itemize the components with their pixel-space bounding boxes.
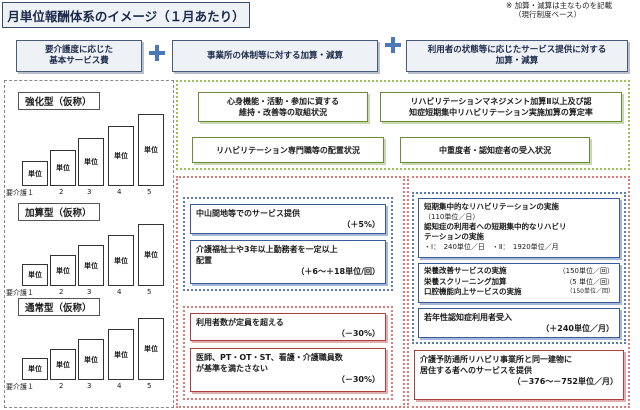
same-building-box: 介護予防通所リハビリ事業所と同一建物に 居住する者へのサービスを提供 （－376… <box>414 350 624 400</box>
unit-bar: 単位 <box>50 255 76 286</box>
unit-bar: 単位 <box>108 126 134 186</box>
plus-icon <box>149 45 165 61</box>
nutrition-improvement-label: 栄養改善サービスの実施 <box>424 266 507 275</box>
base-fee-text: 要介護度に応じた 基本サービス費 <box>44 45 113 66</box>
user-condition-box: 利用者の状態等に応じたサービス提供に対する 加算・減算 <box>406 40 628 72</box>
care-level-label: 2 <box>59 188 64 196</box>
staff-shortage-value: （－30%） <box>336 375 380 384</box>
nutrition-improvement-value: （150単位／回） <box>558 267 614 275</box>
function-improvement-box: 心身機能・活動・参加に資する 維持・改善等の取組状況 <box>198 92 368 122</box>
dementia-rehab-value: ・Ⅰ： 240単位／日 ・Ⅱ： 1920単位／月 <box>424 243 559 251</box>
unit-bar: 単位 <box>50 349 76 380</box>
note-line-2: （現行制度ベース） <box>514 10 582 19</box>
note: ※ 加算・減算は主なものを記載 （現行制度ベース） <box>506 1 612 19</box>
mountain-area-service-label: 中山間地等でのサービス提供 <box>196 209 300 218</box>
mountain-area-service-box: 中山間地等でのサービス提供 （＋5%） <box>190 204 386 234</box>
care-level-label: 4 <box>117 188 122 196</box>
unit-bar: 単位 <box>108 235 134 286</box>
oral-function-value: （150単位／回） <box>566 288 614 295</box>
short-term-rehab-box: 短期集中的なリハビリテーションの実施 （110単位／日） 認知症の利用者への短期… <box>418 198 620 258</box>
severe-patient-acceptance-box: 中重度者・認知症者の受入状況 <box>400 137 590 163</box>
young-dementia-value: （＋240単位／月） <box>541 324 614 333</box>
care-level-label: 2 <box>59 382 64 390</box>
unit-bar: 単位 <box>138 318 164 380</box>
care-level-label: 4 <box>117 382 122 390</box>
unit-bar: 単位 <box>78 339 104 380</box>
care-level-label: 5 <box>147 382 152 390</box>
unit-bar: 単位 <box>22 358 48 380</box>
care-level-label: 2 <box>59 288 64 296</box>
care-worker-staffing-box: 介護福祉士や3年以上勤務者を一定以上 配置 （＋6～＋18単位/回） <box>190 240 386 284</box>
facility-adjustments-area <box>176 176 405 408</box>
care-level-label: 要介護１ <box>6 383 34 391</box>
specialist-staffing-box: リハビリテーション専門職等の配置状況 <box>192 137 384 163</box>
base-fee-box: 要介護度に応じた 基本サービス費 <box>16 40 142 72</box>
note-line-1: ※ 加算・減算は主なものを記載 <box>506 1 613 10</box>
specialist-staffing-text: リハビリテーション専門職等の配置状況 <box>216 145 360 155</box>
care-worker-staffing-value: （＋6～＋18単位/回） <box>296 267 380 276</box>
staff-shortage-box: 医師、PT・OT・ST、看護・介護職員数 が基準を満たさない （－30%） <box>190 348 386 392</box>
models-panel <box>4 80 174 408</box>
model-title: 強化型（仮称） <box>18 92 100 110</box>
page-title: 月単位報酬体系のイメージ（１月あたり） <box>2 2 250 28</box>
page-title-text: 月単位報酬体系のイメージ（１月あたり） <box>7 8 245 24</box>
dementia-rehab-label: 認知症の利用者への短期集中的なリハビリ テーションの実施 <box>424 222 567 241</box>
function-improvement-text: 心身機能・活動・参加に資する 維持・改善等の取組状況 <box>227 97 339 117</box>
user-condition-text: 利用者の状態等に応じたサービス提供に対する 加算・減算 <box>427 45 607 66</box>
unit-bar: 単位 <box>78 245 104 286</box>
plus-icon <box>385 37 401 53</box>
same-building-label: 介護予防通所リハビリ事業所と同一建物に 居住する者へのサービスを提供 <box>420 355 572 375</box>
care-level-label: 要介護１ <box>6 189 34 197</box>
facility-system-box: 事業所の体制等に対する加算・減算 <box>172 40 378 72</box>
young-dementia-label: 若年性認知症利用者受入 <box>424 313 512 322</box>
over-capacity-box: 利用者数が定員を超える （－30%） <box>190 313 386 341</box>
unit-bar: 単位 <box>50 150 76 186</box>
care-level-label: 3 <box>87 188 92 196</box>
user-additions-group <box>412 192 626 344</box>
severe-patient-acceptance-text: 中重度者・認知症者の受入状況 <box>439 145 551 155</box>
facility-reductions-group <box>183 306 393 400</box>
user-adjustments-area <box>407 176 630 408</box>
over-capacity-label: 利用者数が定員を超える <box>196 318 284 327</box>
unit-bar: 単位 <box>108 329 134 380</box>
care-level-label: 4 <box>117 288 122 296</box>
short-term-rehab-value: （110単位／日） <box>424 213 480 221</box>
model-title: 加算型（仮称） <box>18 203 100 221</box>
unit-bar: 単位 <box>138 114 164 186</box>
care-level-label: 5 <box>147 288 152 296</box>
rehab-management-rate-box: リハビリテーションマネジメント加算Ⅱ以上及び認 知症短期集中リハビリテーション実… <box>380 92 622 122</box>
unit-bar: 単位 <box>22 264 48 286</box>
model-title: 通常型（仮称） <box>18 298 100 316</box>
facility-additions-group <box>183 197 393 291</box>
unit-bar: 単位 <box>78 138 104 186</box>
unit-bar: 単位 <box>22 161 48 186</box>
nutrition-screening-value: （5 単位／回） <box>565 277 614 286</box>
young-dementia-box: 若年性認知症利用者受入 （＋240単位／月） <box>418 308 620 338</box>
care-worker-staffing-label: 介護福祉士や3年以上勤務者を一定以上 配置 <box>196 245 338 265</box>
care-level-label: 3 <box>87 288 92 296</box>
care-level-label: 要介護１ <box>6 289 34 297</box>
nutrition-oral-box: 栄養改善サービスの実施 （150単位／回） 栄養スクリーニング加算 （5 単位／回）… <box>418 263 620 303</box>
mountain-area-service-value: （＋5%） <box>342 220 380 229</box>
staff-shortage-label: 医師、PT・OT・ST、看護・介護職員数 が基準を満たさない <box>196 353 343 373</box>
nutrition-screening-label: 栄養スクリーニング加算 <box>424 276 507 286</box>
same-building-value: （－376～－752単位／月） <box>512 377 618 386</box>
short-term-rehab-label: 短期集中的なリハビリテーションの実施 <box>424 202 559 211</box>
care-level-label: 3 <box>87 382 92 390</box>
over-capacity-value: （－30%） <box>336 329 380 338</box>
outcome-evaluation-area <box>176 80 630 170</box>
oral-function-label: 口腔機能向上サービスの実施 <box>424 287 522 296</box>
care-level-label: 5 <box>147 188 152 196</box>
unit-bar: 単位 <box>138 224 164 286</box>
rehab-management-rate-text: リハビリテーションマネジメント加算Ⅱ以上及び認 知症短期集中リハビリテーション実… <box>409 97 593 117</box>
facility-system-text: 事業所の体制等に対する加算・減算 <box>206 50 343 61</box>
